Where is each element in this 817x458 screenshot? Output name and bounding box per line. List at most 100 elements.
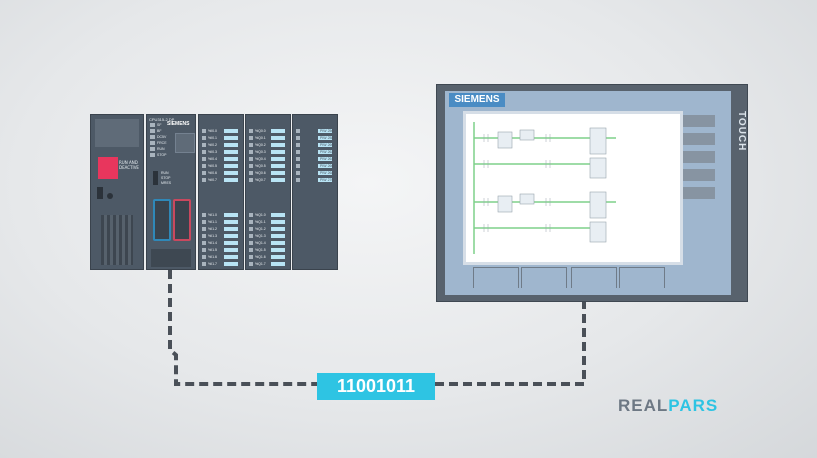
channel-bar [224, 171, 238, 175]
channel-bar [271, 220, 285, 224]
ladder-diagram [473, 122, 616, 254]
io-channel: %Q1.3 [249, 234, 287, 239]
channel-bar [224, 164, 238, 168]
mode-labels: RUN STOP MRES [161, 171, 172, 185]
channel-bar [271, 143, 285, 147]
channel-led [296, 136, 300, 140]
channel-bar [224, 150, 238, 154]
channel-label: %Q1.1 [255, 220, 266, 224]
realpars-logo: REALPARS [618, 396, 719, 415]
channel-led [249, 213, 253, 217]
bottom-key[interactable] [473, 267, 519, 288]
channel-led [202, 234, 206, 238]
channel-bar [318, 178, 332, 182]
channel-label: %Q0.2 [255, 143, 266, 147]
channel-label: %Q1.2 [255, 227, 266, 231]
channel-led [202, 171, 206, 175]
status-led-label: STOP [157, 153, 167, 157]
channel-bar [318, 136, 332, 140]
channel-led [202, 129, 206, 133]
channel-label: PIW 270 [320, 178, 334, 182]
psu-indicator [98, 157, 118, 179]
channel-bar [318, 171, 332, 175]
channel-bar [271, 150, 285, 154]
channel-label: %Q0.3 [255, 150, 266, 154]
channel-label: %I0.1 [208, 136, 217, 140]
channel-bar [271, 136, 285, 140]
hmi-brand: SIEMENS [449, 93, 505, 107]
channel-bar [224, 143, 238, 147]
channel-led [296, 157, 300, 161]
function-key[interactable] [683, 115, 715, 127]
channel-label: %I1.4 [208, 241, 217, 245]
channel-bar [224, 136, 238, 140]
function-key[interactable] [683, 187, 715, 199]
io-channel: PIW 260 [296, 143, 334, 148]
channel-label: %I1.3 [208, 234, 217, 238]
channel-label: PIW 260 [320, 143, 334, 147]
channel-led [202, 262, 206, 266]
channel-led [249, 234, 253, 238]
bottom-key[interactable] [619, 267, 665, 288]
touch-label: TOUCH [736, 111, 747, 152]
psu-top-panel [95, 119, 139, 147]
channel-bar [224, 255, 238, 259]
io-channel: %Q0.1 [249, 136, 287, 141]
bottom-key[interactable] [571, 267, 617, 288]
status-led [150, 123, 155, 127]
status-led [150, 147, 155, 151]
bottom-key[interactable] [521, 267, 567, 288]
io-channel: %Q1.1 [249, 220, 287, 225]
channel-label: PIW 266 [320, 164, 334, 168]
channel-bar [271, 255, 285, 259]
channel-label: %Q1.5 [255, 248, 266, 252]
channel-led [249, 150, 253, 154]
io-channel: PIW 266 [296, 164, 334, 169]
io-channel: PIW 264 [296, 157, 334, 162]
cable-plc-segment [168, 270, 317, 386]
channel-led [202, 143, 206, 147]
io-channel: %Q1.6 [249, 255, 287, 260]
channel-led [249, 248, 253, 252]
channel-bar [271, 262, 285, 266]
channel-led [249, 171, 253, 175]
channel-bar [318, 129, 332, 133]
function-key[interactable] [683, 151, 715, 163]
channel-label: %Q0.1 [255, 136, 266, 140]
function-key[interactable] [683, 169, 715, 181]
channel-bar [224, 157, 238, 161]
channel-label: %I0.6 [208, 171, 217, 175]
digital-output-module: %Q0.0%Q0.1%Q0.2%Q0.3%Q0.4%Q0.5%Q0.6%Q0.7… [245, 114, 291, 270]
hmi-screen[interactable] [463, 111, 683, 265]
channel-bar [318, 157, 332, 161]
io-channel: %Q0.0 [249, 129, 287, 134]
channel-led [202, 248, 206, 252]
io-channel: %I1.7 [202, 262, 240, 267]
binary-data-label: 11001011 [317, 373, 435, 400]
channel-led [296, 150, 300, 154]
channel-bar [271, 213, 285, 217]
function-key[interactable] [683, 133, 715, 145]
io-channel: %I0.5 [202, 164, 240, 169]
channel-label: PIW 268 [320, 171, 334, 175]
digital-input-module: %I0.0%I0.1%I0.2%I0.3%I0.4%I0.5%I0.6%I0.7… [198, 114, 244, 270]
channel-label: PIW 256 [320, 129, 334, 133]
channel-label: %Q1.3 [255, 234, 266, 238]
io-channel: %I1.1 [202, 220, 240, 225]
channel-led [202, 164, 206, 168]
channel-led [249, 241, 253, 245]
channel-led [202, 255, 206, 259]
channel-led [249, 178, 253, 182]
channel-label: %I1.5 [208, 248, 217, 252]
channel-led [249, 129, 253, 133]
status-led [150, 141, 155, 145]
channel-bar [271, 234, 285, 238]
channel-label: %I0.4 [208, 157, 217, 161]
io-channel: PIW 256 [296, 129, 334, 134]
memory-card-slot [175, 133, 195, 153]
channel-label: %I1.1 [208, 220, 217, 224]
channel-bar [271, 171, 285, 175]
